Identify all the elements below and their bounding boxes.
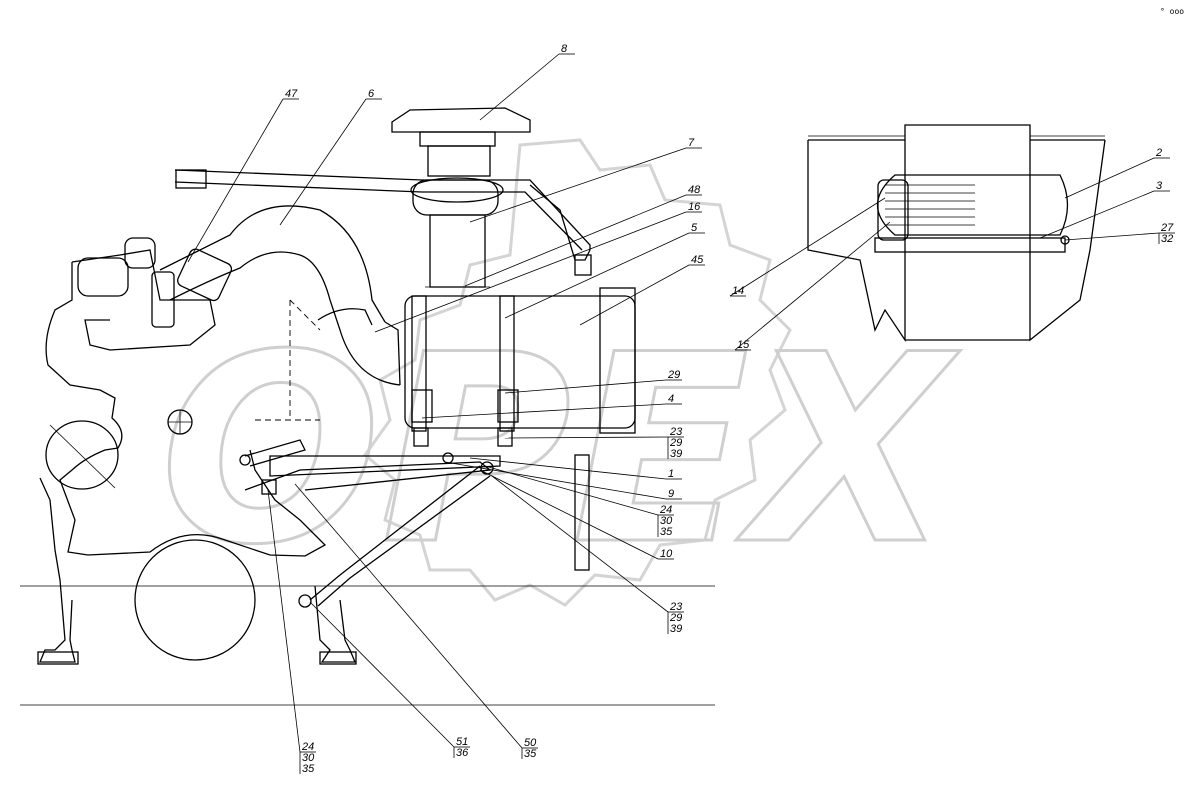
- callout-number: 27: [1160, 222, 1174, 234]
- callout-c14: 14: [729, 197, 886, 297]
- callout-leader-line: [309, 601, 455, 748]
- callout-number: 51: [456, 736, 468, 748]
- callout-number: 2: [1155, 147, 1162, 159]
- callout-c10: 10: [479, 469, 674, 560]
- callout-c16: 16: [374, 201, 702, 333]
- callout-leader-line: [464, 194, 687, 287]
- callout-number: 39: [670, 623, 682, 635]
- callout-number: 15: [737, 339, 750, 351]
- callout-leader-line: [729, 197, 886, 297]
- callout-number: 7: [688, 137, 695, 149]
- callout-leader-line: [294, 483, 523, 749]
- callout-leader-line: [469, 457, 667, 480]
- callout-number: 5: [691, 222, 698, 234]
- watermark: OPEX: [159, 138, 962, 607]
- callout-leader-line: [267, 489, 301, 753]
- callout-number: 35: [660, 526, 673, 538]
- callout-number: 24: [659, 504, 672, 516]
- callout-number: 23: [669, 426, 683, 438]
- callout-c5: 5: [504, 222, 705, 319]
- callout-leader-line: [444, 461, 667, 500]
- callout-number: 29: [667, 369, 680, 381]
- callout-number: 23: [669, 601, 683, 613]
- callout-number: 45: [691, 254, 704, 266]
- air-filter-body: [404, 287, 636, 447]
- callout-c8: 8: [479, 43, 575, 121]
- callout-number: 35: [302, 763, 315, 775]
- callout-leader-line: [491, 475, 669, 613]
- callout-number: 6: [368, 88, 375, 100]
- callout-c3: 3: [1039, 180, 1170, 239]
- watermark-gear-outline: [362, 138, 792, 607]
- callout-leader-line: [421, 403, 667, 419]
- callout-c45: 45: [579, 254, 705, 326]
- callout-number: 10: [660, 548, 673, 560]
- callout-number: 14: [732, 285, 744, 297]
- callout-leader-line: [504, 379, 667, 394]
- engine-outline: [37, 237, 357, 665]
- top-bracket: [174, 169, 592, 276]
- callout-leader-line: [479, 53, 560, 121]
- callout-c47: 47: [187, 88, 299, 263]
- callout-leader-line: [374, 211, 687, 333]
- ground-lines: [20, 585, 715, 706]
- callout-c48: 48: [464, 184, 702, 287]
- callout-number: 16: [688, 201, 701, 213]
- callout-leader-line: [187, 98, 284, 263]
- callout-c29a: 29: [504, 369, 682, 394]
- callout-number: 32: [1161, 233, 1173, 245]
- callout-c7: 7: [469, 137, 702, 223]
- callout-number: 29: [669, 437, 682, 449]
- callout-leader-line: [1064, 232, 1160, 241]
- callout-number: 36: [456, 747, 469, 759]
- callout-c6: 6: [279, 88, 382, 226]
- callout-leader-line: [504, 232, 690, 319]
- callout-number: 48: [688, 184, 701, 196]
- callout-number: 50: [524, 737, 537, 749]
- callout-number: 39: [670, 448, 682, 460]
- callout-c15: 15: [734, 221, 891, 351]
- callout-number: 1: [668, 468, 674, 480]
- callout-number: 47: [285, 88, 298, 100]
- intake-hose: [151, 205, 401, 386]
- callout-c9: 9: [444, 461, 682, 500]
- callout-number: 3: [1156, 180, 1163, 192]
- callout-leader-line: [469, 147, 687, 223]
- callout-number: 9: [668, 488, 674, 500]
- callout-c1: 1: [469, 457, 682, 480]
- callout-number: 29: [669, 612, 682, 624]
- precleaner: [391, 107, 531, 288]
- callout-leader-line: [504, 436, 669, 439]
- callout-leader-line: [579, 264, 690, 326]
- callout-leader-line: [479, 469, 659, 560]
- callout-number: 24: [301, 741, 314, 753]
- callout-number: 4: [668, 393, 674, 405]
- callout-number: 35: [524, 748, 537, 760]
- callout-c4: 4: [421, 393, 682, 419]
- mounting-frame: [239, 439, 590, 608]
- callout-number: 8: [561, 43, 568, 55]
- callout-number: 30: [660, 515, 673, 527]
- corner-note: ° ooo: [1160, 7, 1184, 16]
- detail-section: [807, 124, 1106, 343]
- callout-leader-line: [1064, 157, 1155, 199]
- watermark-text: OPEX: [160, 300, 960, 602]
- callout-leader-line: [484, 465, 659, 516]
- callout-leader-line: [279, 98, 367, 226]
- callout-leader-line: [1039, 190, 1155, 239]
- callout-number: 30: [302, 752, 315, 764]
- callout-c2: 2: [1064, 147, 1170, 199]
- callout-leader-line: [734, 221, 891, 351]
